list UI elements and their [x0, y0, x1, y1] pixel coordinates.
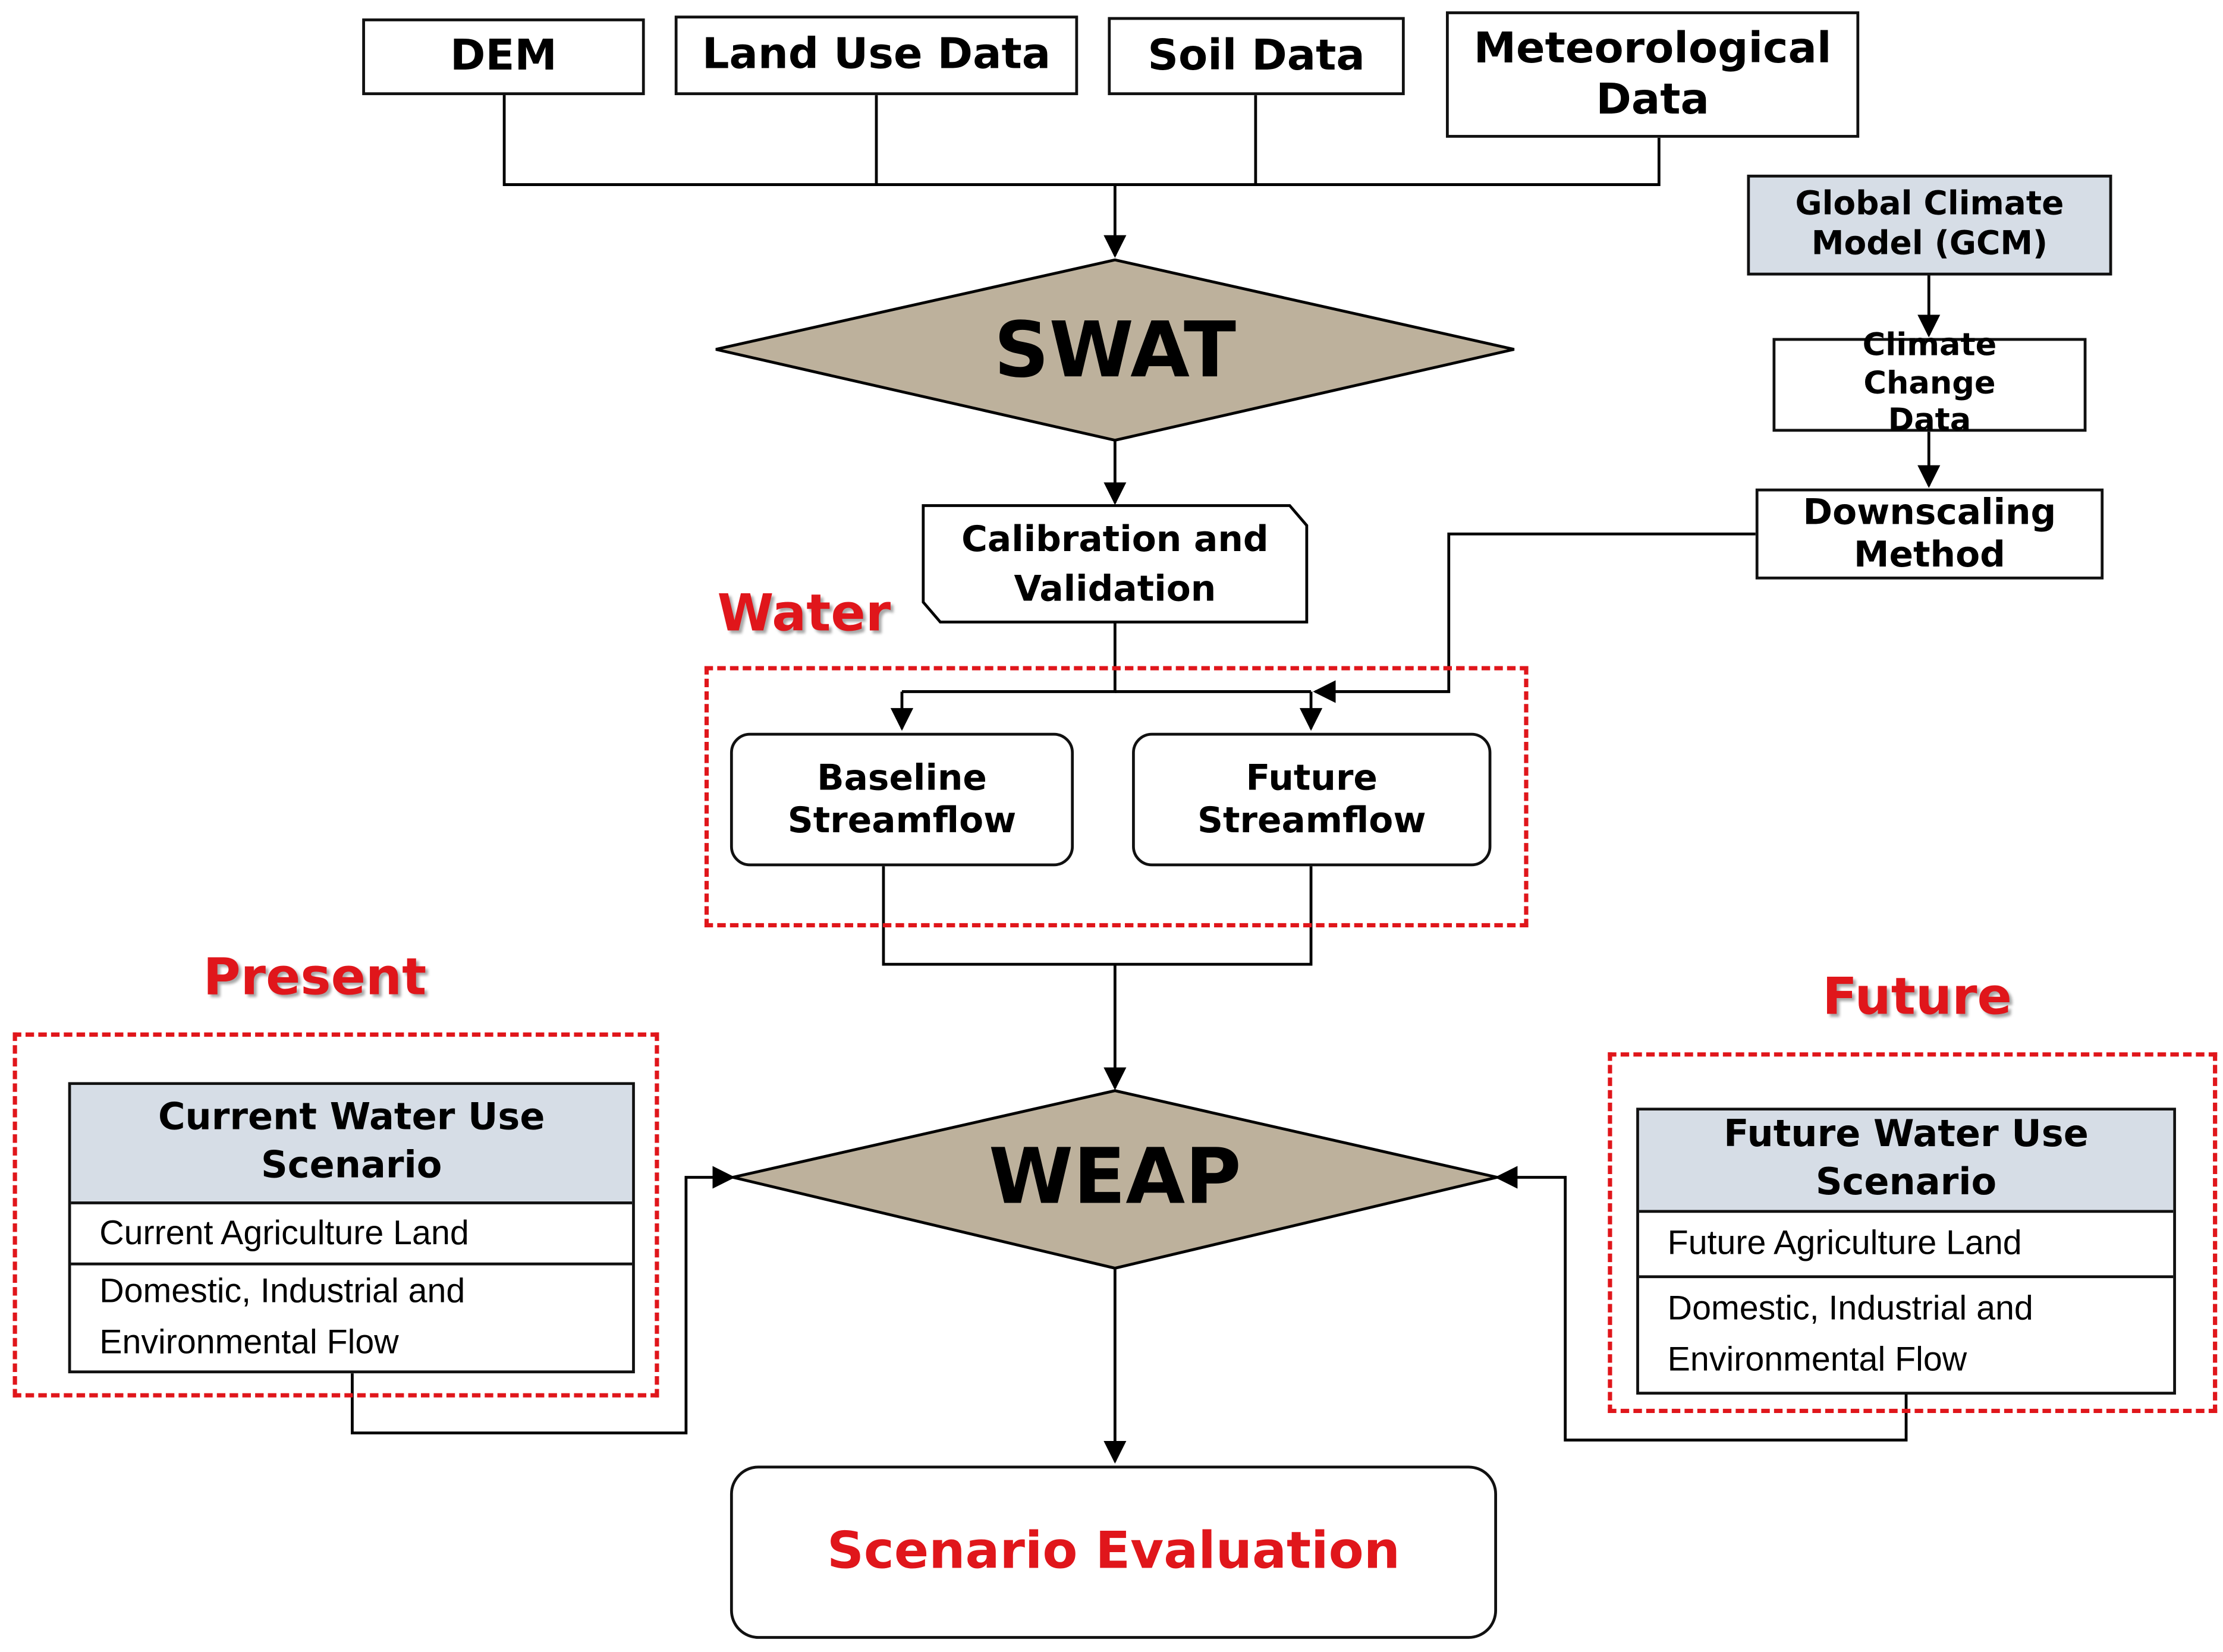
- climate-change-label: Climate Change Data: [1862, 328, 1997, 439]
- water-group-border: [704, 666, 1529, 928]
- swat-label: SWAT: [993, 304, 1236, 394]
- land-use-box: Land Use Data: [674, 15, 1079, 96]
- future-streamflow-label: Future Streamflow: [1197, 757, 1426, 841]
- future-to-weap-arrow: [1495, 1166, 1908, 1442]
- baseline-streamflow-box: Baseline Streamflow: [730, 732, 1074, 867]
- baseline-streamflow-label: Baseline Streamflow: [787, 757, 1017, 841]
- downscaling-label: Downscaling Method: [1803, 491, 2057, 575]
- downscaling-box: Downscaling Method: [1755, 488, 2104, 580]
- present-to-weap-arrow: [351, 1166, 735, 1434]
- dem-label: DEM: [450, 31, 557, 81]
- future-group-label: Future: [1822, 968, 2012, 1027]
- future-domestic-row: Domestic, Industrial and Environmental F…: [1639, 1275, 2174, 1392]
- current-domestic-row: Domestic, Industrial and Environmental F…: [71, 1262, 633, 1371]
- calibration-label: Calibration and Validation: [961, 518, 1269, 609]
- scenario-evaluation-box: Scenario Evaluation: [730, 1465, 1498, 1639]
- present-group-label: Present: [203, 948, 427, 1007]
- future-group-border: [1608, 1052, 2218, 1414]
- scenario-evaluation-label: Scenario Evaluation: [826, 1522, 1400, 1581]
- swat-diamond: [715, 258, 1515, 442]
- land-use-label: Land Use Data: [702, 30, 1051, 80]
- present-group-border: [12, 1032, 659, 1398]
- weap-diamond: [732, 1089, 1498, 1270]
- dem-connector: [502, 93, 1661, 186]
- future-streamflow-box: Future Streamflow: [1132, 732, 1492, 867]
- future-water-use-table: Future Water Use Scenario Future Agricul…: [1636, 1107, 2176, 1395]
- soil-box: Soil Data: [1108, 17, 1405, 96]
- gcm-box: Global Climate Model (GCM): [1747, 174, 2112, 276]
- future-agriculture-row: Future Agriculture Land: [1667, 1224, 2022, 1263]
- weap-label: WEAP: [988, 1131, 1241, 1221]
- gcm-label: Global Climate Model (GCM): [1795, 185, 2064, 262]
- current-agriculture-row: Current Agriculture Land: [99, 1213, 469, 1252]
- climate-change-box: Climate Change Data: [1772, 329, 2087, 439]
- meteorological-label: Meteorological Data: [1473, 23, 1832, 125]
- water-group-label: Water: [717, 585, 891, 644]
- downscaling-to-future-arrow: [1313, 532, 1756, 703]
- current-water-use-table: Current Water Use Scenario Current Agric…: [68, 1082, 635, 1374]
- meteorological-box: Meteorological Data: [1446, 11, 1860, 138]
- streamflows-merge: [882, 866, 1313, 966]
- dem-box: DEM: [362, 18, 645, 96]
- current-water-use-header: Current Water Use Scenario: [71, 1085, 633, 1204]
- calibration-box-shape: [922, 504, 1309, 624]
- future-water-use-header: Future Water Use Scenario: [1639, 1110, 2174, 1213]
- soil-label: Soil Data: [1147, 30, 1365, 80]
